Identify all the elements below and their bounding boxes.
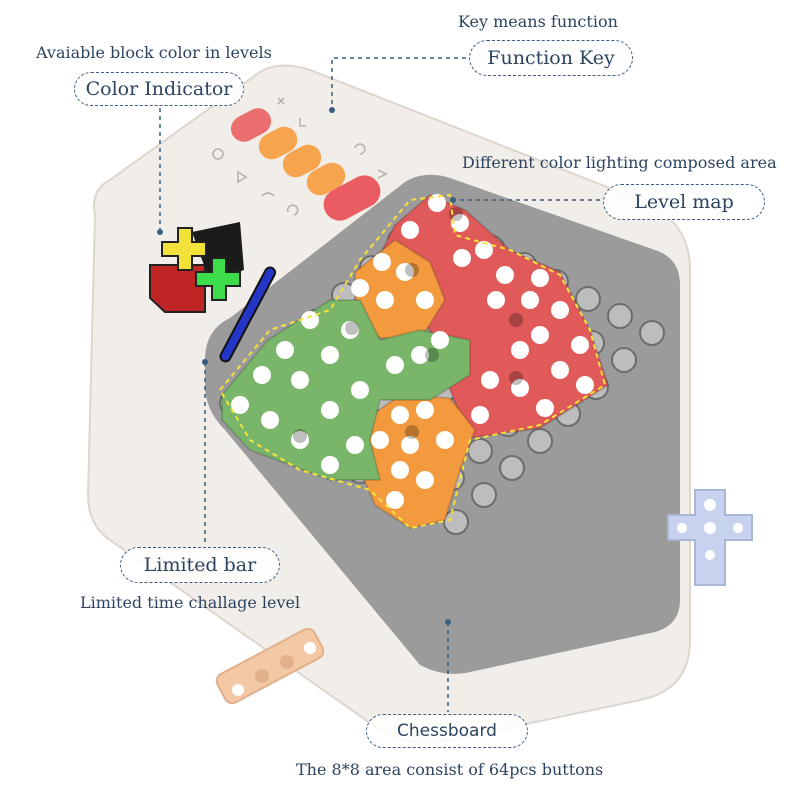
block-dot: [346, 436, 364, 454]
block-dot: [571, 336, 589, 354]
function-key-caption: Key means function: [458, 12, 618, 31]
level-map-highlight: [218, 193, 607, 530]
board-button[interactable]: [575, 286, 601, 312]
block-dot: [321, 401, 339, 419]
block-dot: [509, 313, 523, 327]
board-button[interactable]: [611, 347, 637, 373]
block-dot: [496, 266, 514, 284]
block-dot: [509, 371, 523, 385]
board-button[interactable]: [467, 438, 493, 464]
board-button[interactable]: [499, 455, 525, 481]
color-indicator-caption: Avaiable block color in levels: [36, 43, 272, 62]
block-dot: [453, 249, 471, 267]
share-icon: [377, 169, 388, 179]
block-dot: [405, 425, 419, 439]
block-dot: [351, 381, 369, 399]
loose-blue-piece: [667, 489, 753, 586]
play-icon: [237, 170, 248, 184]
block-dot: [487, 291, 505, 309]
block-dot: [321, 456, 339, 474]
block-dot: [531, 269, 549, 287]
block-dot: [576, 376, 594, 394]
block-dot: [425, 348, 439, 362]
chessboard-caption: The 8*8 area consist of 64pcs buttons: [296, 760, 604, 779]
loop-icon: [354, 143, 366, 155]
block-dot: [301, 311, 319, 329]
block-dot: [551, 301, 569, 319]
block-dot: [521, 291, 539, 309]
block-dot: [371, 431, 389, 449]
block-dot: [536, 399, 554, 417]
block-dot: [436, 431, 454, 449]
limited-bar: [219, 266, 277, 363]
power-icon: [212, 148, 224, 160]
block-dot: [451, 214, 469, 232]
level-map-label: Level map: [603, 184, 765, 220]
block-dot: [231, 396, 249, 414]
block-dot: [293, 429, 307, 443]
loose-peach-piece: [215, 627, 325, 705]
block-dot: [431, 331, 449, 349]
chessboard-label: Chessboard: [366, 714, 528, 748]
block-dot: [321, 346, 339, 364]
colored-blocks: [221, 194, 609, 529]
block-dot: [449, 207, 463, 221]
color-indicator: [149, 222, 244, 313]
block-dot: [276, 341, 294, 359]
block-dot: [386, 356, 404, 374]
block-dot: [428, 194, 446, 212]
block-dot: [531, 326, 549, 344]
orange-control-button-1[interactable]: [254, 122, 302, 164]
limited-bar-caption: Limited time challage level: [80, 593, 301, 612]
undo-icon: [261, 192, 275, 197]
level-map-caption: Different color lighting composed area: [462, 153, 777, 172]
block-dot: [386, 491, 404, 509]
function-key-label: Function Key: [469, 40, 633, 76]
board-button[interactable]: [607, 303, 633, 329]
color-indicator-label: Color Indicator: [74, 72, 244, 106]
block-dot: [416, 471, 434, 489]
red-control-button[interactable]: [226, 104, 275, 147]
sound-icon: [277, 97, 285, 105]
control-buttons: [226, 104, 386, 226]
block-dot: [391, 406, 409, 424]
block-dot: [401, 221, 419, 239]
block-dot: [396, 263, 414, 281]
block-dot: [291, 431, 309, 449]
limited-bar-label: Limited bar: [120, 547, 280, 583]
block-dot: [416, 291, 434, 309]
block-dot: [253, 366, 271, 384]
block-dot: [376, 291, 394, 309]
person-icon: [299, 118, 306, 127]
block-dot: [351, 279, 369, 297]
block-dot: [511, 341, 529, 359]
block-dot: [401, 436, 419, 454]
red-big-control-button[interactable]: [318, 170, 386, 226]
block-dot: [291, 371, 309, 389]
block-dot: [416, 401, 434, 419]
board-button[interactable]: [443, 509, 469, 535]
block-dot: [261, 411, 279, 429]
block-dot: [475, 241, 493, 259]
block-dot: [341, 321, 359, 339]
board-button[interactable]: [639, 320, 665, 346]
board-button[interactable]: [527, 428, 553, 454]
block-dot: [405, 263, 419, 277]
block-dot: [411, 346, 429, 364]
orange-control-button-3[interactable]: [302, 158, 350, 200]
block-dot: [345, 321, 359, 335]
block-dot: [511, 379, 529, 397]
block-dot: [373, 253, 391, 271]
block-dot: [481, 371, 499, 389]
block-dot: [551, 361, 569, 379]
orange-control-button-2[interactable]: [278, 140, 326, 182]
block-dot: [391, 461, 409, 479]
block-dot: [471, 406, 489, 424]
board-button[interactable]: [471, 482, 497, 508]
restart-icon: [286, 204, 299, 216]
